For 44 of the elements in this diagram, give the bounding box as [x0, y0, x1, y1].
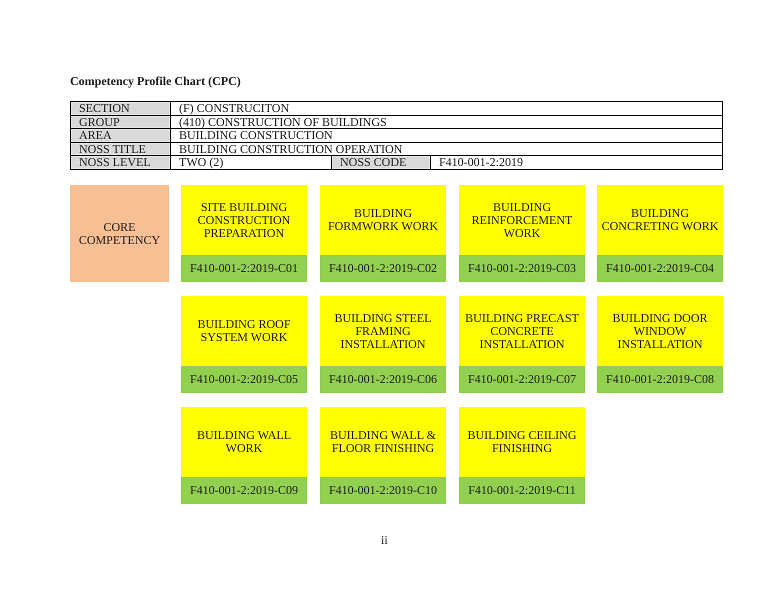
unit-title: SITE BUILDING CONSTRUCTION PREPARATION [196, 198, 292, 242]
unit-title: BUILDING PRECAST CONCRETE INSTALLATION [464, 310, 580, 352]
competency-unit-box [459, 296, 585, 393]
unit-title: BUILDING DOOR WINDOW INSTALLATION [612, 310, 708, 352]
table-cell: (F) CONSTRUCITON [170, 101, 723, 116]
unit-code: F410-001-2:2019-C08 [597, 366, 723, 393]
unit-title: BUILDING CONCRETING WORK [600, 205, 720, 235]
unit-code: F410-001-2:2019-C04 [597, 255, 723, 282]
table-cell: TWO (2) [170, 155, 332, 170]
table-header-cell: NOSS LEVEL [70, 155, 171, 170]
unit-title: BUILDING WALL WORK [196, 427, 292, 457]
competency-unit-box [459, 185, 585, 282]
competency-unit-box [459, 407, 585, 504]
unit-code: F410-001-2:2019-C05 [181, 366, 307, 393]
page-number: ii [381, 533, 388, 548]
unit-code: F410-001-2:2019-C10 [320, 477, 446, 504]
competency-unit-box [181, 185, 307, 282]
chart-title: Competency Profile Chart (CPC) [70, 74, 241, 89]
competency-unit-box [597, 296, 723, 393]
unit-title: BUILDING WALL & FLOOR FINISHING [329, 427, 437, 457]
unit-code: F410-001-2:2019-C02 [320, 255, 446, 282]
unit-code: F410-001-2:2019-C03 [459, 255, 585, 282]
unit-title: BUILDING REINFORCEMENT WORK [470, 198, 574, 242]
unit-code: F410-001-2:2019-C11 [459, 477, 585, 504]
unit-title: CORE COMPETENCY [78, 218, 162, 248]
core-competency-box [70, 185, 169, 282]
competency-unit-box [181, 296, 307, 393]
unit-code: F410-001-2:2019-C07 [459, 366, 585, 393]
competency-unit-box [320, 407, 446, 504]
competency-unit-box [597, 185, 723, 282]
unit-code: F410-001-2:2019-C01 [181, 255, 307, 282]
table-header-cell: AREA [70, 128, 171, 143]
unit-title: BUILDING CEILING FINISHING [466, 427, 578, 457]
unit-title: BUILDING STEEL FRAMING INSTALLATION [334, 310, 432, 352]
unit-title: BUILDING ROOF SYSTEM WORK [196, 316, 292, 346]
table-header-cell: NOSS CODE [331, 155, 431, 170]
competency-unit-box [181, 407, 307, 504]
table-cell: F410-001-2:2019 [430, 155, 723, 170]
competency-unit-box [320, 296, 446, 393]
unit-code: F410-001-2:2019-C09 [181, 477, 307, 504]
competency-unit-box [320, 185, 446, 282]
unit-code: F410-001-2:2019-C06 [320, 366, 446, 393]
table-header-cell: SECTION [70, 101, 171, 116]
unit-title: BUILDING FORMWORK WORK [326, 205, 440, 235]
